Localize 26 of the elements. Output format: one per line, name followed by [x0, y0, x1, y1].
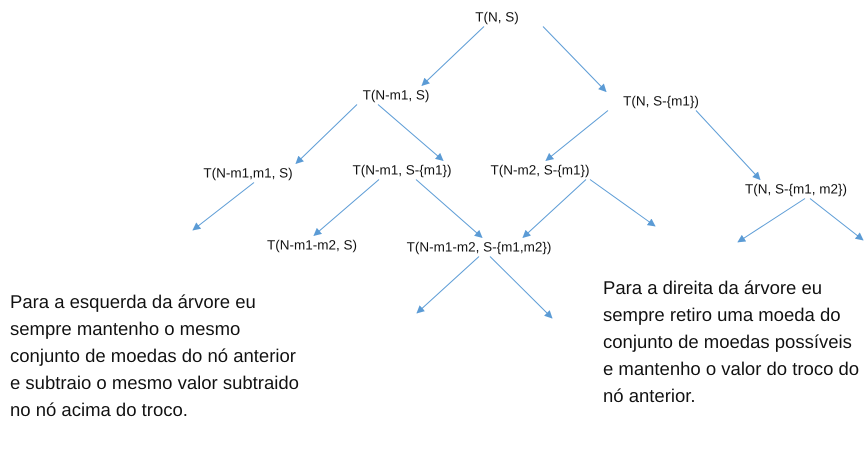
arrow [542, 26, 607, 92]
arrow [192, 182, 254, 230]
node-label: T(N-m1,m1, S) [201, 164, 295, 182]
arrow [522, 179, 586, 238]
node-label: T(N-m1, S-{m1}) [350, 162, 454, 178]
node-label: T(N, S-{m1}) [621, 92, 701, 110]
arrow [590, 179, 656, 226]
arrow [810, 198, 864, 240]
arrow [490, 256, 553, 319]
note-paragraph: Para a direita da árvore eu sempre retiro uma moeda do conjunto de moedas possíveis e mantenho o valor do troco do nó anterior. [603, 276, 860, 408]
node-label: T(N-m1-m2, S) [265, 236, 359, 254]
node-label: T(N-m1, S) [360, 86, 432, 104]
arrow [696, 110, 761, 180]
arrow [313, 179, 380, 236]
node-label: T(N, S-{m1, m2}) [743, 180, 849, 198]
note-paragraph: Para a esquerda da árvore eu sempre mantenho o mesmo conjunto de moedas do nó anterior e subtraio o mesmo valor subtraido no nó acima do troco. [10, 290, 300, 422]
arrow [545, 110, 608, 161]
arrow [295, 104, 358, 164]
node-label: T(N, S) [473, 8, 521, 26]
arrow [416, 179, 483, 238]
node-label: T(N-m2, S-{m1}) [488, 162, 592, 178]
arrow [421, 26, 484, 86]
arrow [378, 104, 444, 162]
arrow [416, 256, 480, 314]
node-label: T(N-m1-m2, S-{m1,m2}) [404, 238, 554, 256]
arrow [737, 198, 806, 242]
